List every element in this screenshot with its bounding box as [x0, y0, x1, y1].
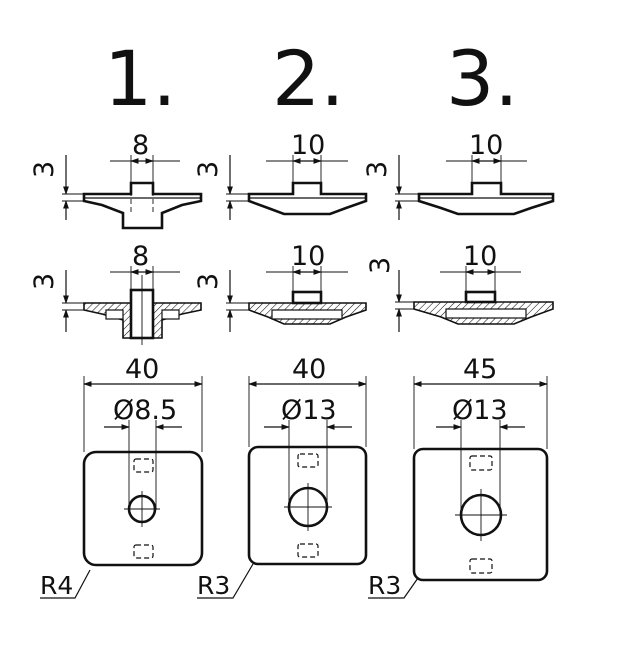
- variant-2-radius-label: R3: [197, 571, 230, 600]
- variant-2-section-a-height: 3: [193, 161, 224, 178]
- variant-2-section-b-height: 3: [193, 273, 224, 290]
- variant-2-section-b-width: 10: [291, 241, 325, 272]
- variant-3-section-a: 10 3: [362, 130, 555, 220]
- variant-1-section-b: 8 3: [29, 241, 202, 345]
- variant-3-section-b-width: 10: [463, 241, 497, 272]
- variant-1-section-b-width: 8: [132, 241, 149, 272]
- variant-1-label: 1.: [104, 34, 177, 123]
- variant-2-plan: 40 Ø13 R3: [197, 354, 368, 600]
- variant-2-section-a: 10 3: [193, 130, 368, 220]
- variant-3: 3. 10 3 10: [362, 34, 555, 600]
- variant-2-outer-dim: 40: [292, 354, 326, 385]
- variant-3-plan: 45 Ø13 R3: [368, 354, 549, 600]
- variant-2-section-b: 10 3: [193, 241, 367, 332]
- variant-1: 1. 8 3: [29, 34, 204, 600]
- variant-1-hole-dim: Ø8.5: [113, 395, 177, 426]
- variant-2: 2. 10 3 10: [193, 34, 368, 600]
- variant-1-radius-label: R4: [40, 571, 73, 600]
- variant-1-section-b-height: 3: [29, 273, 60, 290]
- variant-3-section-a-width: 10: [469, 130, 503, 161]
- variant-3-outer-dim: 45: [463, 354, 497, 385]
- variant-3-label: 3.: [446, 34, 519, 123]
- variant-1-section-a: 8 3: [29, 130, 203, 230]
- variant-3-hole-dim: Ø13: [452, 395, 508, 426]
- variant-3-section-b: 10 3: [365, 241, 554, 332]
- variant-2-section-a-width: 10: [291, 130, 325, 161]
- variant-1-outer-dim: 40: [125, 354, 159, 385]
- variant-1-section-a-width: 8: [132, 130, 149, 161]
- variant-2-hole-dim: Ø13: [281, 395, 337, 426]
- variant-1-section-a-height: 3: [29, 161, 60, 178]
- variant-3-section-b-height: 3: [365, 257, 396, 274]
- variant-1-plan: 40 Ø8.5 R4: [40, 354, 204, 600]
- variant-3-section-a-height: 3: [362, 161, 393, 178]
- variant-3-radius-label: R3: [368, 571, 401, 600]
- variant-2-label: 2.: [272, 34, 345, 123]
